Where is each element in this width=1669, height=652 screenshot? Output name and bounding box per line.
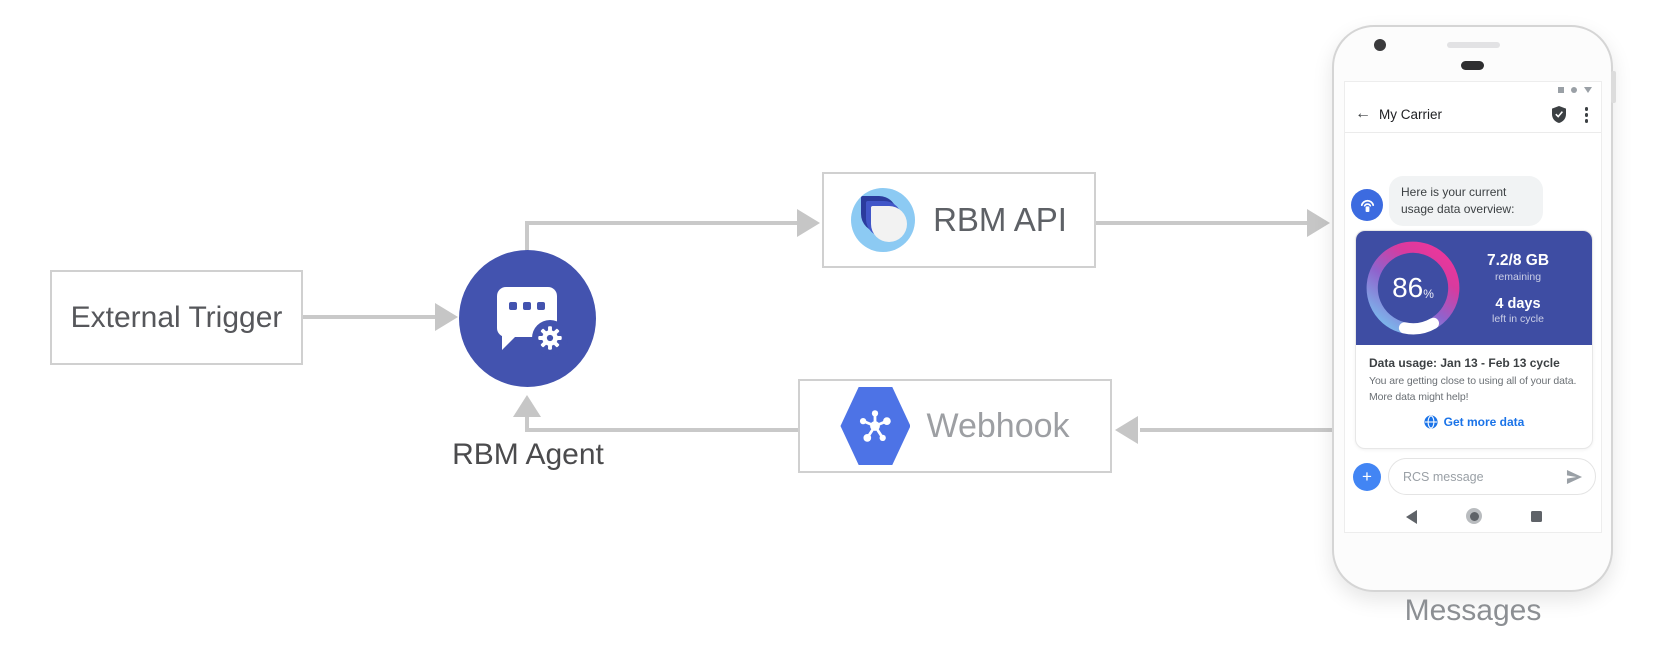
- webhook-box: Webhook: [798, 379, 1112, 473]
- arrow-phone-to-webhook-line: [1140, 428, 1332, 432]
- nav-recents-icon[interactable]: [1531, 511, 1542, 522]
- status-circle-icon: [1571, 87, 1577, 93]
- send-button[interactable]: [1566, 469, 1595, 485]
- rcs-message-input[interactable]: [1389, 469, 1566, 484]
- header-divider: [1345, 132, 1601, 133]
- verified-shield-icon[interactable]: [1552, 106, 1566, 128]
- status-bar: [1558, 87, 1592, 93]
- days-label: left in cycle: [1492, 312, 1544, 325]
- compose-bar[interactable]: [1388, 458, 1596, 495]
- remaining-label: remaining: [1494, 270, 1542, 283]
- arrow-webhook-to-agent-vline: [525, 416, 529, 432]
- overflow-menu-icon[interactable]: [1584, 107, 1588, 123]
- arrow-trigger-to-agent-line: [303, 315, 437, 319]
- usage-gauge-panel: 86 % 7.2/8 GB remaining 4 days left in c…: [1356, 231, 1592, 345]
- nav-back-icon[interactable]: [1406, 510, 1417, 524]
- get-more-data-label: Get more data: [1443, 414, 1525, 429]
- usage-gauge: 86 %: [1362, 237, 1464, 339]
- arrow-agent-to-api-hline: [525, 221, 798, 225]
- remaining-value: 7.2/8 GB: [1486, 251, 1550, 269]
- arrow-webhook-to-agent-hline: [525, 428, 798, 432]
- get-more-data-button[interactable]: Get more data: [1369, 415, 1579, 429]
- usage-card-title: Data usage: Jan 13 - Feb 13 cycle: [1369, 356, 1560, 370]
- usage-card-body-line2: More data might help!: [1369, 390, 1469, 403]
- conversation-title: My Carrier: [1379, 107, 1442, 122]
- gear-icon: [532, 320, 568, 356]
- earpiece: [1461, 61, 1484, 70]
- chat-bubble-tail: [502, 335, 517, 350]
- status-triangle-icon: [1584, 87, 1592, 93]
- typing-dots-icon: [497, 302, 557, 310]
- send-icon: [1566, 469, 1583, 484]
- gauge-percent-sign: %: [1423, 287, 1434, 301]
- rbm-agent-label: RBM Agent: [452, 438, 604, 471]
- usage-rich-card: 86 % 7.2/8 GB remaining 4 days left in c…: [1355, 230, 1593, 449]
- arrow-api-to-phone-line: [1096, 221, 1309, 225]
- arrow-webhook-to-agent-head: [513, 395, 541, 417]
- android-nav-bar: [1345, 506, 1601, 528]
- front-camera: [1374, 39, 1386, 51]
- arrow-trigger-to-agent-head: [435, 303, 458, 331]
- phone-mockup: ← My Carrier Here is your current usage …: [1332, 25, 1616, 592]
- back-arrow-icon[interactable]: ←: [1355, 105, 1371, 122]
- webhook-label: Webhook: [926, 406, 1070, 445]
- rbm-api-logo-icon: [851, 188, 916, 252]
- pubsub-hexagon-icon: [840, 387, 911, 465]
- usage-card-body: You are getting close to using all of yo…: [1369, 374, 1579, 406]
- agent-message-bubble: Here is your current usage data overview…: [1389, 176, 1543, 226]
- gauge-percent: 86 %: [1362, 237, 1464, 339]
- attach-plus-button[interactable]: +: [1353, 463, 1381, 491]
- rbm-api-box: RBM API: [822, 172, 1096, 268]
- arrow-agent-to-api-vline: [525, 221, 529, 254]
- power-button: [1611, 71, 1616, 103]
- usage-stats: 7.2/8 GB remaining 4 days left in cycle: [1458, 231, 1578, 345]
- carrier-avatar: [1351, 189, 1383, 221]
- days-value: 4 days: [1495, 295, 1541, 312]
- arrow-phone-to-webhook-head: [1115, 416, 1138, 444]
- globe-icon: [1424, 414, 1438, 429]
- rbm-api-label: RBM API: [933, 201, 1067, 238]
- arrow-agent-to-api-head: [797, 209, 820, 237]
- usage-card-body-line1: You are getting close to using all of yo…: [1369, 375, 1577, 387]
- arrow-api-to-phone-head: [1307, 209, 1330, 237]
- speaker-grille: [1447, 42, 1500, 48]
- phone-screen: ← My Carrier Here is your current usage …: [1344, 81, 1602, 533]
- external-trigger-label: External Trigger: [70, 300, 283, 334]
- rbm-agent-node: [459, 250, 596, 387]
- external-trigger-box: External Trigger: [50, 270, 303, 365]
- usage-card-text: Data usage: Jan 13 - Feb 13 cycle You ar…: [1356, 345, 1592, 429]
- gauge-percent-value: 86: [1392, 272, 1424, 303]
- status-square-icon: [1558, 87, 1564, 93]
- nav-home-icon[interactable]: [1466, 508, 1482, 524]
- messages-app-label: Messages: [1404, 594, 1542, 627]
